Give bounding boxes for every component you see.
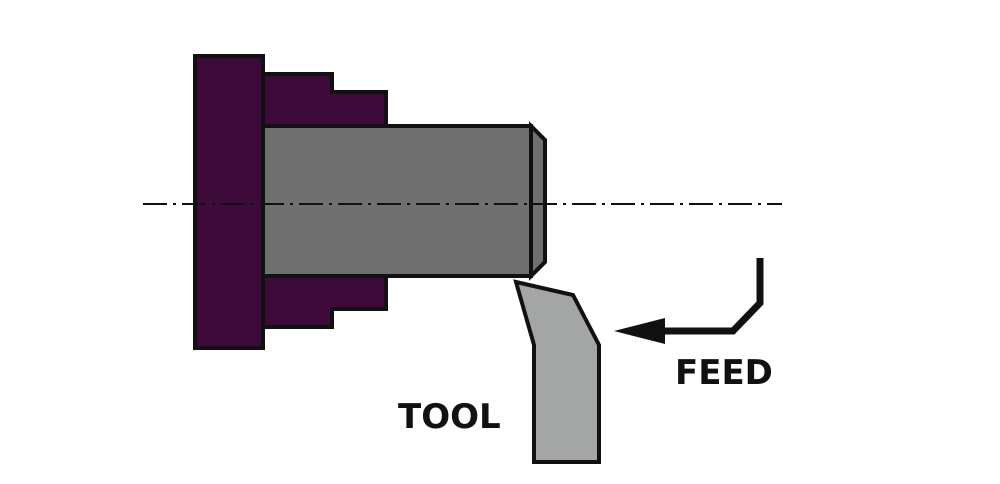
left-arrow-icon	[650, 258, 764, 335]
tool-label: TOOL	[398, 397, 501, 437]
chuck-upper-jaw	[261, 72, 388, 128]
feed-arrow-head	[614, 318, 665, 344]
cutting-tool	[513, 279, 601, 464]
workpiece-body	[261, 124, 533, 278]
chuck-back-plate	[193, 54, 265, 350]
chuck-lower-jaw	[261, 274, 388, 329]
feed-label: FEED	[675, 353, 773, 393]
workpiece-chamfer	[529, 121, 547, 281]
